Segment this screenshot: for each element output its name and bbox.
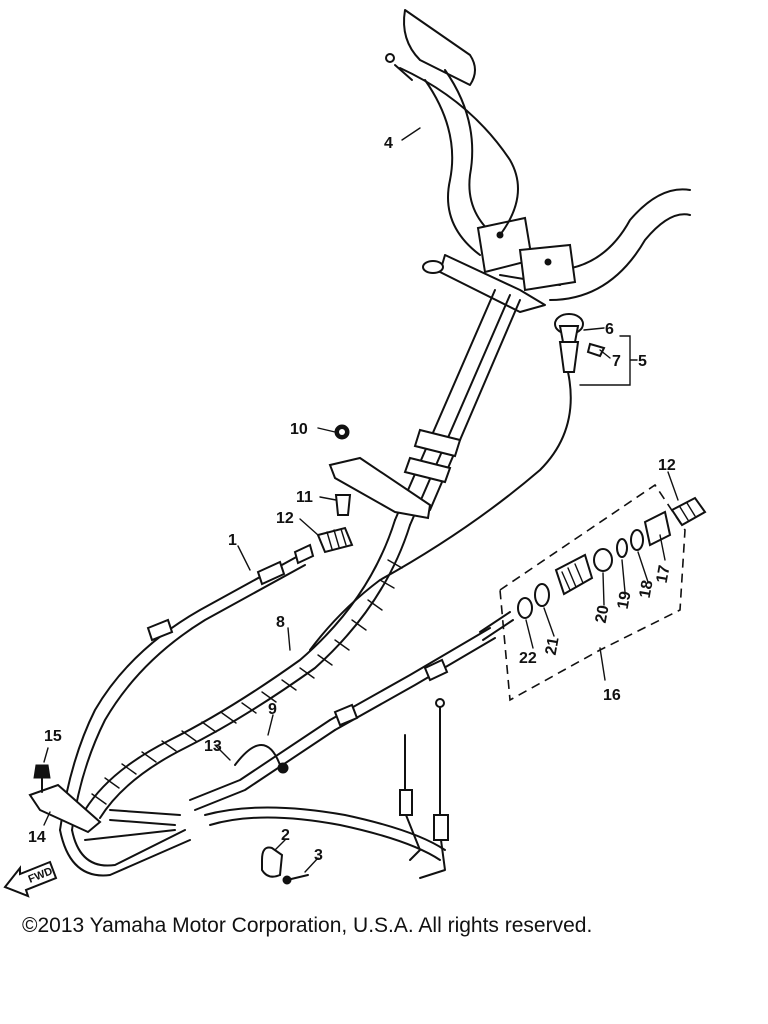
callout-18: 18 bbox=[637, 579, 657, 600]
callout-7: 7 bbox=[612, 353, 621, 370]
cable-4 bbox=[385, 53, 519, 236]
part-3 bbox=[282, 874, 309, 885]
callout-2: 2 bbox=[281, 827, 290, 844]
bracket bbox=[328, 456, 432, 520]
cable-1 bbox=[59, 543, 315, 831]
part-12-left bbox=[316, 526, 354, 554]
callout-8: 8 bbox=[276, 614, 285, 631]
callout-15: 15 bbox=[44, 728, 62, 745]
rods bbox=[399, 698, 449, 879]
callout-20: 20 bbox=[593, 604, 613, 625]
callout-12-left: 12 bbox=[276, 510, 294, 527]
callout-3: 3 bbox=[314, 847, 323, 864]
callout-11: 11 bbox=[296, 489, 313, 506]
callout-19: 19 bbox=[615, 590, 635, 611]
callout-9: 9 bbox=[268, 701, 277, 718]
callout-1: 1 bbox=[228, 532, 237, 549]
column-tubes bbox=[394, 289, 521, 526]
callout-4: 4 bbox=[384, 135, 393, 152]
callout-6: 6 bbox=[605, 321, 614, 338]
copyright-notice: ©2013 Yamaha Motor Corporation, U.S.A. A… bbox=[22, 914, 593, 937]
callout-17: 17 bbox=[654, 564, 674, 585]
callout-16: 16 bbox=[603, 687, 621, 704]
callout-22: 22 bbox=[519, 650, 537, 667]
group-bracket-5 bbox=[579, 335, 638, 386]
part-10 bbox=[334, 424, 350, 440]
cable-13 bbox=[234, 627, 496, 766]
part-14 bbox=[28, 783, 102, 834]
assembly-16-boundary bbox=[499, 483, 686, 702]
callout-12-right: 12 bbox=[658, 457, 676, 474]
callout-10: 10 bbox=[290, 421, 308, 438]
part-15 bbox=[33, 764, 51, 793]
cable-5 bbox=[309, 313, 606, 651]
lever-assembly bbox=[422, 216, 577, 313]
leader-lines bbox=[43, 127, 679, 873]
callout-5: 5 bbox=[638, 353, 647, 370]
part-2 bbox=[261, 846, 284, 878]
part-9 bbox=[277, 762, 289, 774]
lower-cables bbox=[59, 719, 446, 877]
callout-labels: 4 6 7 5 10 11 12 1 8 9 13 15 14 2 3 12 1… bbox=[28, 135, 676, 864]
callout-14: 14 bbox=[28, 829, 46, 846]
cable-8 bbox=[84, 519, 411, 819]
adjuster-assembly bbox=[479, 496, 707, 641]
callout-21: 21 bbox=[543, 636, 563, 657]
callout-13: 13 bbox=[204, 738, 222, 755]
part-11 bbox=[334, 494, 352, 516]
fwd-arrow: FWD bbox=[3, 860, 58, 898]
